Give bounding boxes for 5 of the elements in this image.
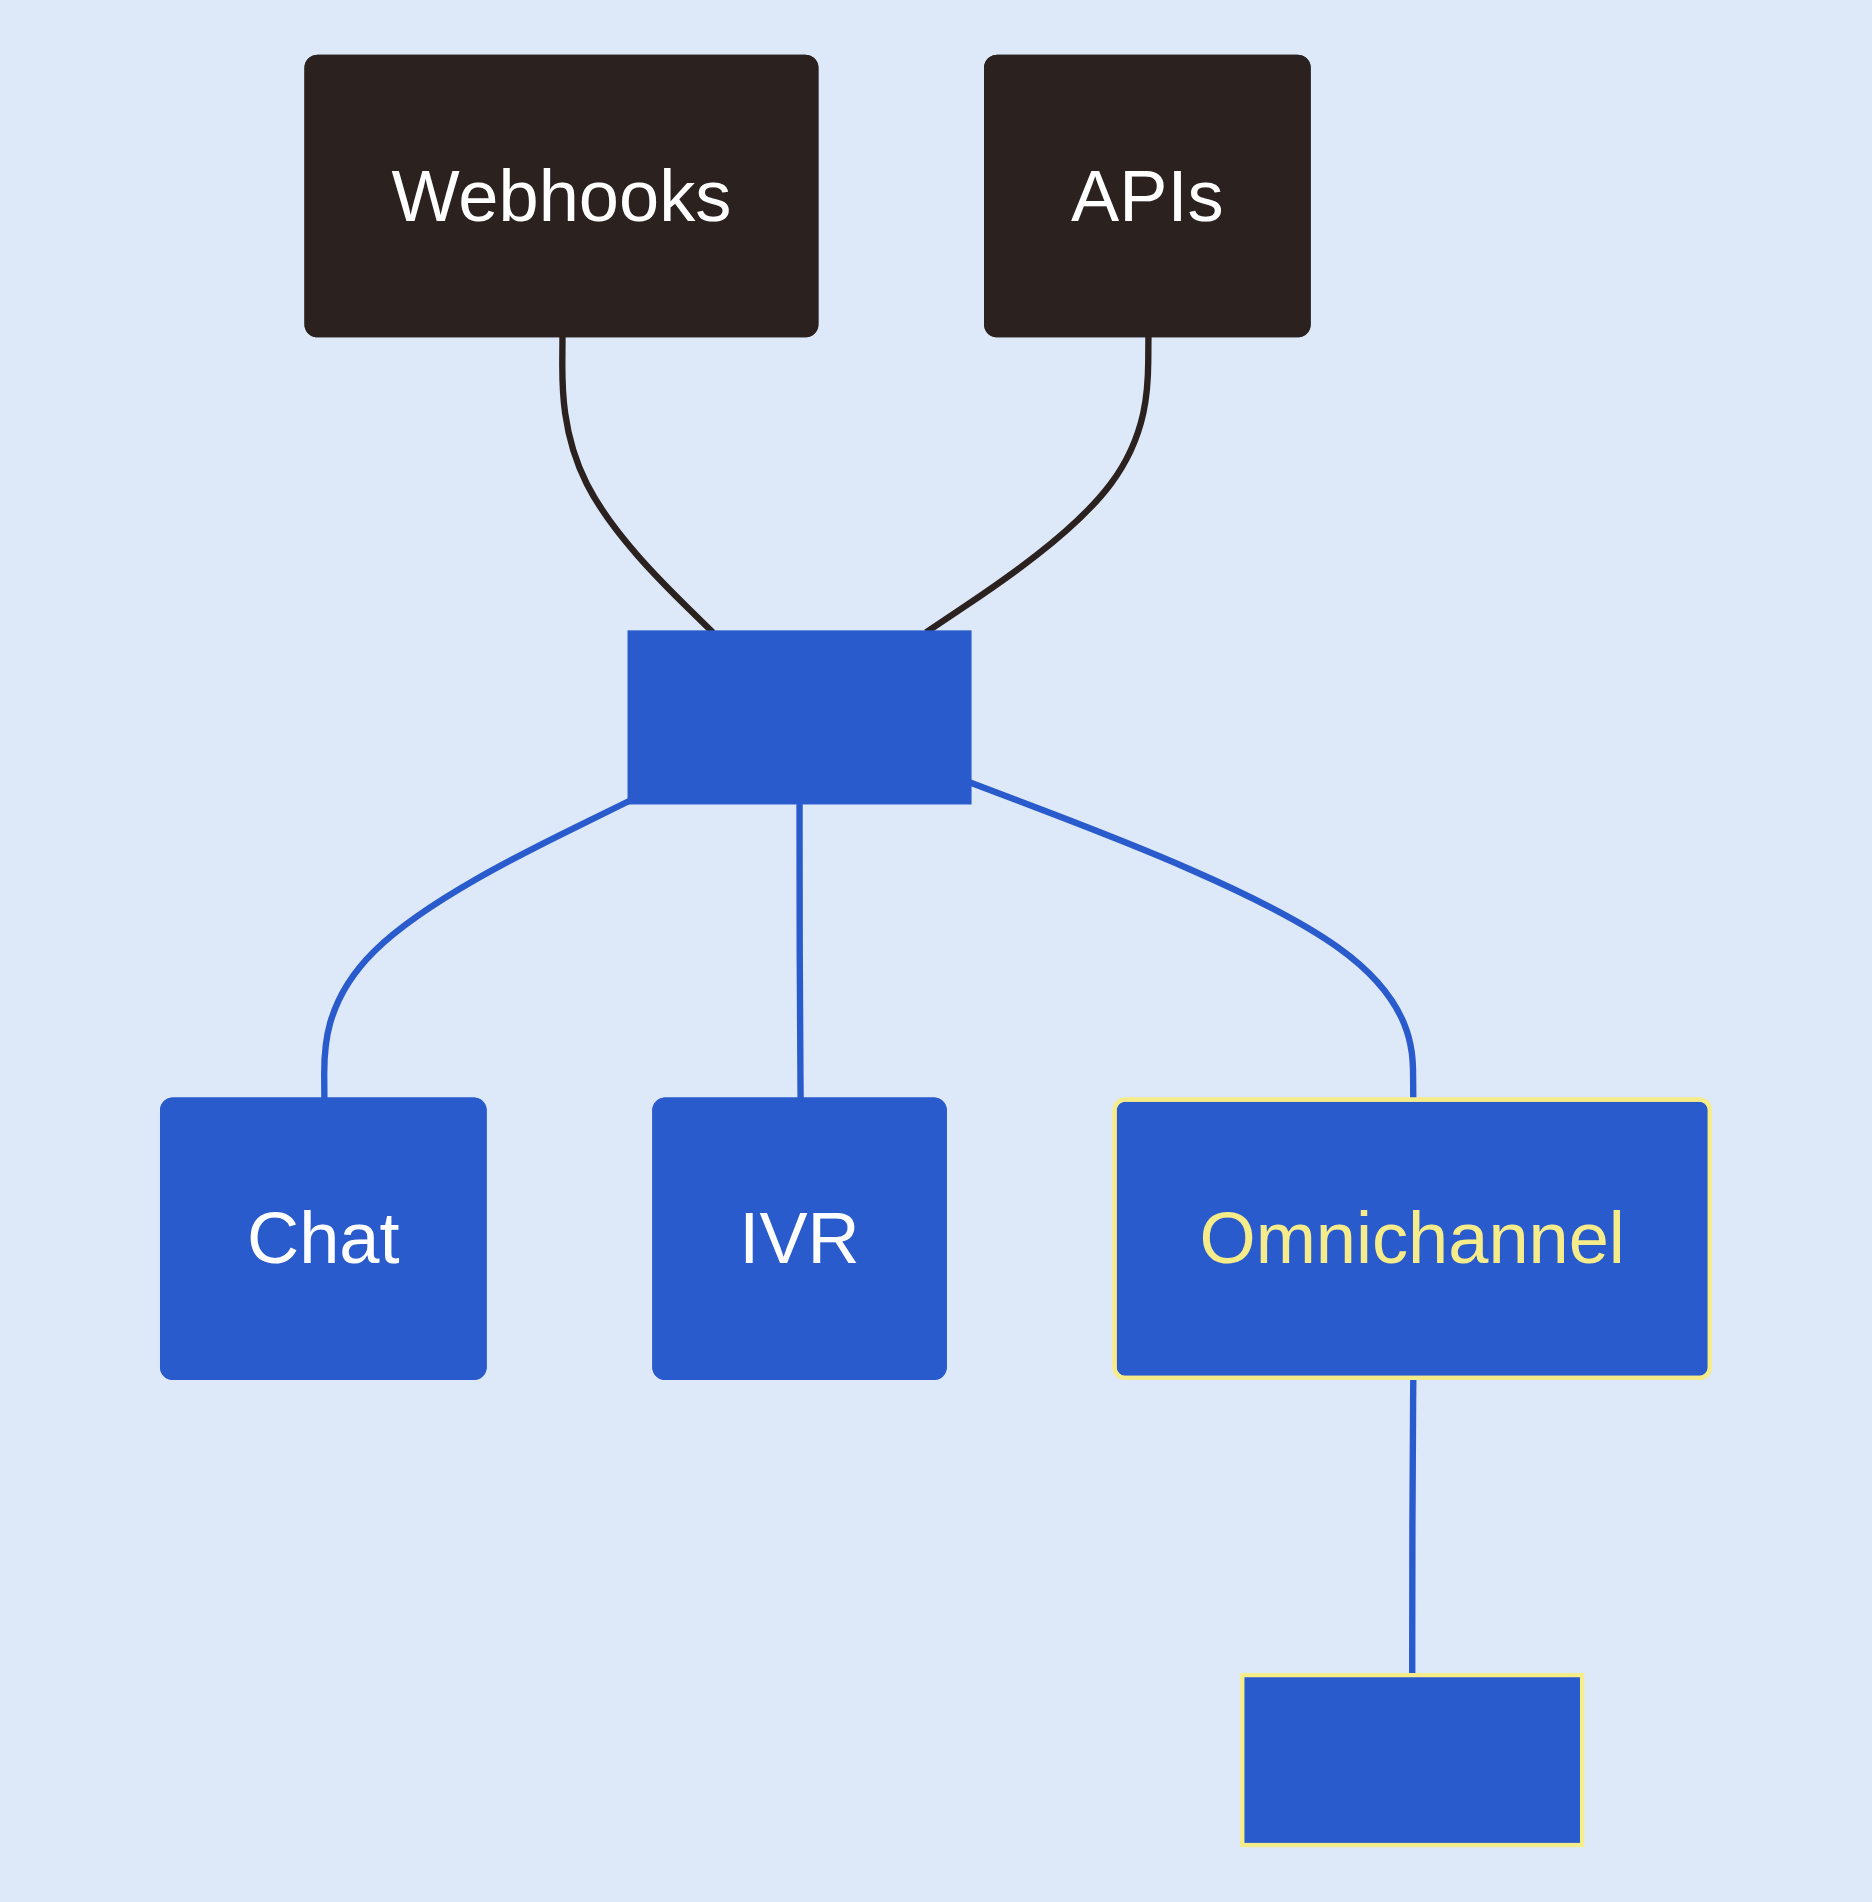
connector — [796, 802, 804, 1101]
node-box — [1240, 1673, 1585, 1848]
connector — [321, 797, 632, 1101]
node-box — [627, 630, 972, 805]
connector — [1409, 1378, 1417, 1676]
